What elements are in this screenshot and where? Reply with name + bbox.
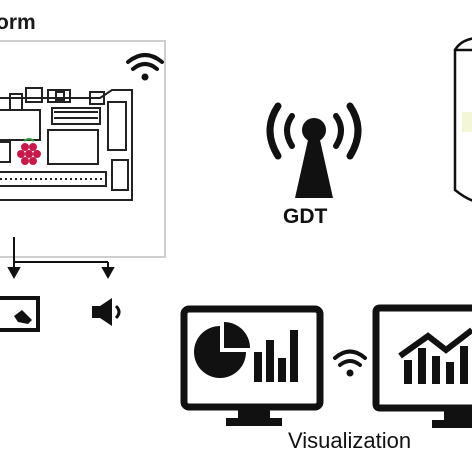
touchscreen-icon (0, 296, 40, 332)
pie-bar-chart-monitor-icon (180, 305, 324, 426)
radio-tower-icon (266, 102, 362, 198)
raspberry-logo (17, 138, 41, 165)
wifi-icon (126, 53, 164, 81)
trend-chart-monitor-icon (372, 304, 472, 428)
platform-title: orm (0, 11, 36, 34)
wifi-icon (333, 349, 367, 377)
gdt-label: GDT (283, 205, 328, 228)
speaker-icon (92, 298, 121, 326)
database-cylinder-icon (453, 37, 472, 202)
raspberry-pi-board-icon (0, 87, 133, 201)
output-arrows (7, 237, 115, 280)
visualization-label: Visualization (288, 428, 412, 453)
